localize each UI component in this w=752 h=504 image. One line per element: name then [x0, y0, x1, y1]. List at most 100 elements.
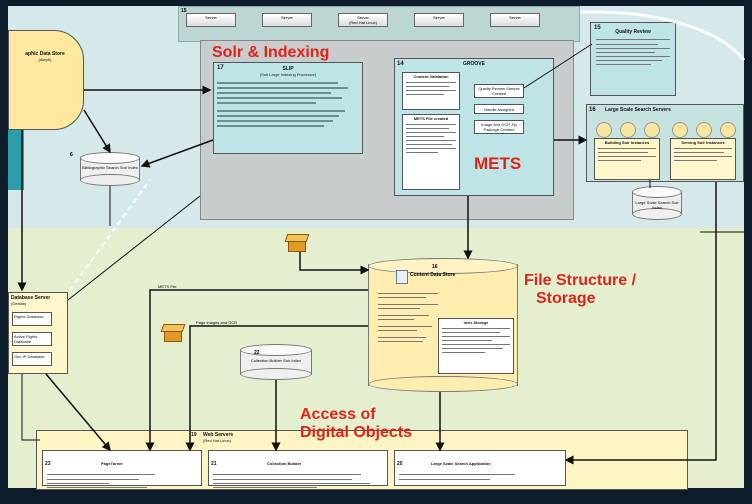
mets-file-created-box: METS File created	[402, 114, 460, 190]
large-scale-app-title: Large Scale Search Application	[431, 461, 491, 466]
serving-solr-title: Serving Solr Instances	[681, 140, 725, 145]
server-orb-1	[596, 122, 612, 138]
content-data-store-title: Content Data Store	[410, 272, 456, 278]
inter-storage-title: Inter Storage	[463, 320, 489, 325]
access-line2: Digital Objects	[300, 424, 413, 441]
graphic-data-store: aphic Data Store (Aleph)	[8, 30, 84, 130]
server-orb-3	[644, 122, 660, 138]
connector-large-web	[564, 182, 717, 465]
connector-page-images	[185, 325, 368, 452]
groove-number: 14	[397, 61, 404, 67]
connector-mets-file	[145, 289, 368, 452]
document-icon	[396, 270, 408, 284]
large-scale-number: 16	[589, 107, 596, 113]
server-2: Server	[262, 13, 312, 27]
connector-slip-bib	[140, 139, 214, 168]
bibliographic-index-label: Bibliographic Search Solr Index	[82, 165, 138, 170]
file-structure-line2: Storage	[536, 290, 596, 307]
pageturner-title: PageTurner	[101, 461, 123, 466]
connector-db-up	[67, 195, 201, 301]
graphic-data-store-sub: (Aleph)	[38, 57, 52, 62]
rights-database: Rights Database	[12, 312, 52, 326]
server-orb-6	[720, 122, 736, 138]
content-validation-title: Content Validation	[413, 74, 449, 79]
database-server-sub: (Debian)	[11, 301, 27, 306]
package-icon-1	[284, 232, 310, 252]
content-data-store-number: 16	[432, 264, 438, 270]
graphic-data-store-title: aphic Data Store	[25, 51, 65, 57]
solr-indexing-heading: Solr & Indexing	[212, 44, 330, 61]
server-bay-number: 15	[181, 8, 187, 14]
large-scale-app-box: 20 Large Scale Search Application	[394, 450, 566, 486]
access-heading: Access of Digital Objects	[300, 406, 412, 442]
slip-text-lines	[217, 82, 359, 127]
pageturner-number: 23	[45, 461, 51, 467]
large-scale-index-label: Large Scale Search Solr Index	[635, 200, 679, 210]
server-1: Server	[186, 13, 236, 27]
inter-storage-panel: Inter Storage	[438, 318, 514, 374]
collection-index-label: Collection Builder Solr Index	[250, 358, 302, 363]
bibliographic-index-cylinder: Bibliographic Search Solr Index	[80, 152, 140, 186]
access-line1: Access of	[300, 406, 376, 423]
quality-review-number: 15	[594, 25, 601, 31]
quality-review-box: 15 Quality Review	[590, 22, 676, 96]
connector-store-bib	[83, 109, 111, 154]
content-data-store-lines	[378, 290, 438, 345]
handle-assigned-box: Handle Assigned	[474, 104, 524, 114]
geo-ip-database: Geo IP Database	[12, 352, 52, 366]
database-server-title: Database Server	[11, 295, 51, 301]
slip-subtitle: (Solr Large Indexing Processor)	[259, 72, 317, 77]
server-orb-4	[672, 122, 688, 138]
connector-groove-quality	[523, 43, 593, 89]
large-scale-index-cylinder: Large Scale Search Solr Index	[632, 186, 682, 220]
large-scale-app-number: 20	[397, 461, 403, 467]
collection-builder-title: Collection Builder	[267, 461, 302, 466]
web-servers-sub: (Red Hat Linux)	[203, 438, 232, 443]
slip-title: SLIP	[282, 66, 294, 72]
building-solr-box: Building Solr Instances	[594, 138, 660, 180]
web-servers-title: Web Servers	[203, 432, 234, 438]
large-scale-title: Large Scale Search Servers	[605, 107, 671, 113]
server-4: Server	[414, 13, 464, 27]
connector-db-pageturner	[45, 373, 111, 452]
building-solr-title: Building Solr Instances	[604, 140, 650, 145]
quality-review-title: Quality Review	[615, 29, 651, 35]
package-icon-2	[160, 322, 186, 342]
bottom-edge	[0, 488, 752, 504]
collection-index-cylinder: Collection Builder Solr Index	[240, 344, 312, 380]
mets-heading: METS	[474, 154, 522, 173]
top-edge	[0, 0, 752, 6]
server-orb-5	[696, 122, 712, 138]
serving-solr-box: Serving Solr Instances	[670, 138, 736, 180]
file-structure-line1: File Structure /	[524, 272, 637, 289]
collection-builder-box: 21 Collection Builder	[208, 450, 388, 488]
pageturner-box: 23 PageTurner	[42, 450, 202, 488]
mets-file-label: METS File	[158, 284, 177, 289]
bibliographic-index-number: 6	[70, 152, 73, 158]
right-edge	[744, 0, 752, 504]
teal-strip	[8, 130, 24, 190]
connector-dashed	[69, 179, 151, 291]
server-3: Server(Red Hat Linux)	[338, 13, 388, 27]
connector-white-top	[579, 10, 746, 61]
slip-number: 17	[217, 65, 224, 71]
slip-box: 17 SLIP (Solr Large Indexing Processor)	[213, 62, 363, 154]
file-structure-heading: File Structure / Storage	[524, 272, 636, 308]
connector-package-store	[299, 252, 370, 275]
quality-sample-box: Quality Review Sample Created	[474, 84, 524, 98]
connector-left-down	[21, 374, 40, 441]
collection-index-number: 22	[254, 350, 260, 356]
server-orb-2	[620, 122, 636, 138]
content-validation-box: Content Validation	[402, 72, 460, 110]
page-images-label: Page images and OCR	[196, 320, 238, 325]
web-servers-number: 19	[191, 432, 197, 438]
zip-package-box: Image and OCR Zip Package Created	[474, 120, 524, 134]
mets-file-created-title: METS File created	[413, 116, 449, 121]
groove-title: GROOVE	[463, 61, 485, 67]
active-rights-database: Active Rights Database	[12, 332, 52, 346]
collection-builder-number: 21	[211, 461, 217, 467]
server-5: Server	[490, 13, 540, 27]
left-edge	[0, 0, 8, 504]
